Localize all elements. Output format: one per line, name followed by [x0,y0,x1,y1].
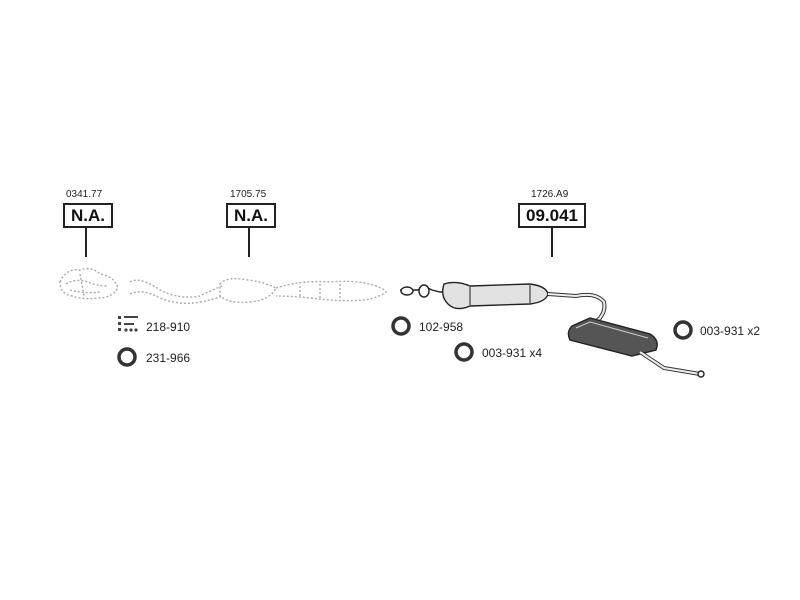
rubber-hanger-icon [673,320,693,340]
section-1-leader-line [85,227,87,257]
front-pipe-outline-dotted [129,277,387,305]
kit-label-gasket-ring[interactable]: 231-966 [146,351,191,365]
bolt-kit-icon [118,316,138,332]
section-2-leader-line [248,227,250,257]
kit-label-rubber-hanger[interactable]: 003-931 x4 [482,346,543,360]
section-1-ref-number: 0341.77 [66,189,103,200]
section-1-part-box[interactable]: N.A. [63,203,113,228]
section-2-part-box[interactable]: N.A. [226,203,276,228]
kit-label-bolt-kit[interactable]: 218-910 [146,320,191,334]
section-3-part-box[interactable]: 09.041 [518,203,586,228]
rubber-hanger-icon [454,342,474,362]
gasket-ring-icon [391,316,411,336]
manifold-outline-dotted [59,267,119,300]
section-3-leader-line [551,227,553,257]
kit-label-rubber-hanger[interactable]: 003-931 x2 [700,324,761,338]
kit-label-gasket-ring[interactable]: 102-958 [419,320,464,334]
center-rear-silencer [400,281,705,378]
section-3-ref-number: 1726.A9 [531,189,569,200]
section-2-ref-number: 1705.75 [230,189,267,200]
gasket-ring-icon [117,347,137,367]
